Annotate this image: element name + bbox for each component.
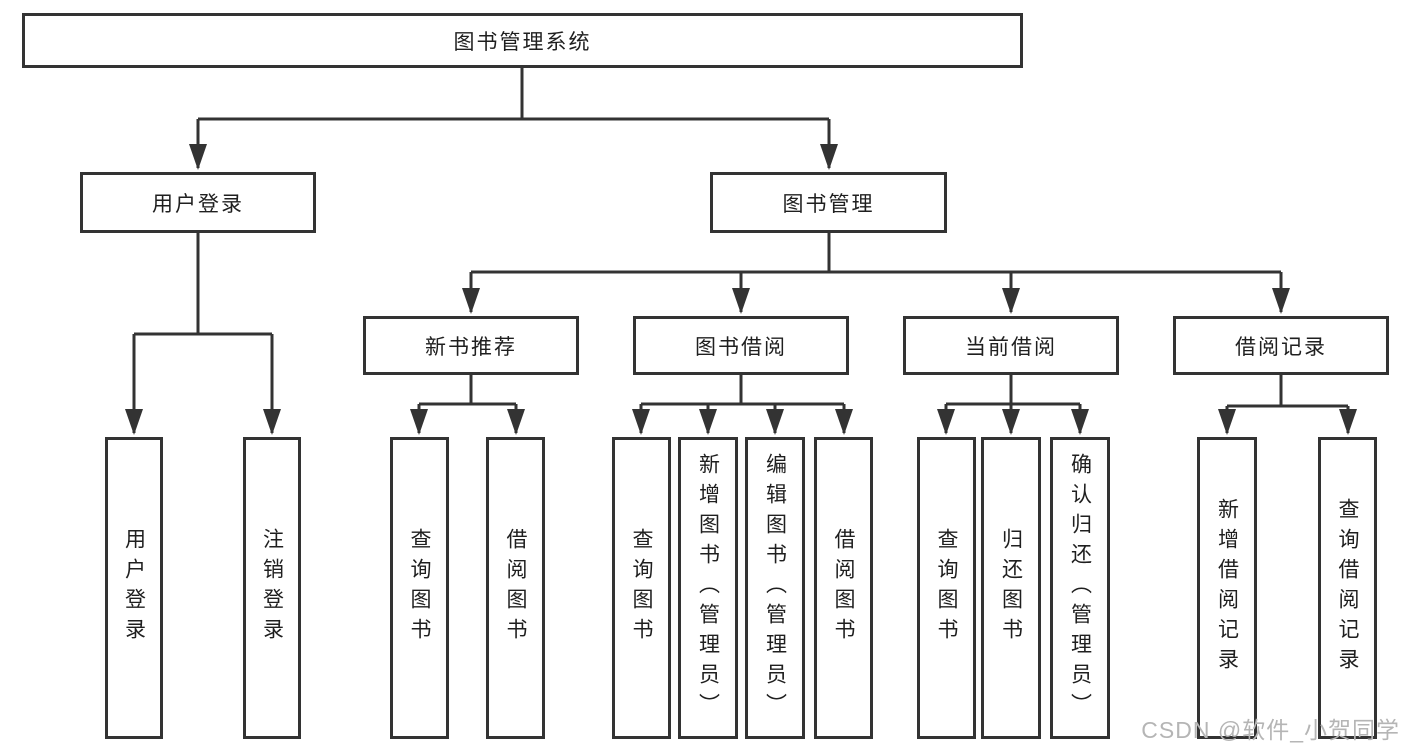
node-label: 新书推荐 bbox=[425, 335, 517, 359]
connector-root-to-branches bbox=[189, 68, 838, 170]
leaf-records-add-record: 新增借阅记录 bbox=[1197, 437, 1257, 739]
leaf-user-login: 用户登录 bbox=[105, 437, 163, 739]
leaf-newrec-query-books: 查询图书 bbox=[390, 437, 449, 739]
leaf-label: 查询图书 bbox=[408, 528, 431, 648]
node-label: 借阅记录 bbox=[1235, 335, 1327, 359]
leaf-label: 借阅图书 bbox=[504, 528, 527, 648]
leaf-label: 编辑图书（管理员） bbox=[763, 453, 787, 723]
node-label: 用户登录 bbox=[152, 192, 244, 216]
leaf-borrow-query-books: 查询图书 bbox=[612, 437, 671, 739]
leaf-borrow-add-books-admin: 新增图书（管理员） bbox=[678, 437, 738, 739]
leaf-current-return-books: 归还图书 bbox=[981, 437, 1041, 739]
connector-new-rec-children bbox=[410, 375, 525, 435]
leaf-label: 注销登录 bbox=[260, 528, 284, 648]
connector-user-login-children bbox=[125, 233, 281, 435]
connector-borrow-records-children bbox=[1218, 375, 1357, 435]
csdn-watermark: CSDN @软件_小贺同学 bbox=[1141, 717, 1400, 743]
node-root-library-system: 图书管理系统 bbox=[22, 13, 1023, 68]
leaf-label: 查询借阅记录 bbox=[1336, 498, 1359, 678]
leaf-label: 新增借阅记录 bbox=[1215, 498, 1239, 678]
node-new-book-recommend: 新书推荐 bbox=[363, 316, 579, 375]
leaf-borrow-borrow-books: 借阅图书 bbox=[814, 437, 873, 739]
leaf-label: 归还图书 bbox=[999, 528, 1023, 648]
node-label: 当前借阅 bbox=[965, 335, 1057, 359]
leaf-label: 借阅图书 bbox=[832, 528, 855, 648]
connector-book-mgmt-children bbox=[462, 233, 1290, 314]
leaf-label: 确认归还（管理员） bbox=[1068, 453, 1092, 723]
leaf-label: 查询图书 bbox=[935, 528, 958, 648]
node-current-borrow: 当前借阅 bbox=[903, 316, 1119, 375]
leaf-borrow-edit-books-admin: 编辑图书（管理员） bbox=[745, 437, 805, 739]
leaf-records-query-record: 查询借阅记录 bbox=[1318, 437, 1377, 739]
leaf-label: 新增图书（管理员） bbox=[696, 453, 720, 723]
leaf-logout: 注销登录 bbox=[243, 437, 301, 739]
node-label: 图书管理系统 bbox=[453, 30, 592, 54]
node-label: 图书管理 bbox=[782, 192, 875, 216]
node-book-borrow: 图书借阅 bbox=[633, 316, 849, 375]
connector-current-borrow-children bbox=[937, 375, 1089, 435]
leaf-current-confirm-return-admin: 确认归还（管理员） bbox=[1050, 437, 1110, 739]
connector-book-borrow-children bbox=[632, 375, 853, 435]
node-borrow-records: 借阅记录 bbox=[1173, 316, 1389, 375]
leaf-current-query-books: 查询图书 bbox=[917, 437, 976, 739]
node-label: 图书借阅 bbox=[695, 335, 787, 359]
node-book-management: 图书管理 bbox=[710, 172, 947, 233]
leaf-label: 查询图书 bbox=[630, 528, 653, 648]
leaf-label: 用户登录 bbox=[122, 528, 146, 648]
leaf-newrec-borrow-books: 借阅图书 bbox=[486, 437, 545, 739]
node-user-login: 用户登录 bbox=[80, 172, 316, 233]
